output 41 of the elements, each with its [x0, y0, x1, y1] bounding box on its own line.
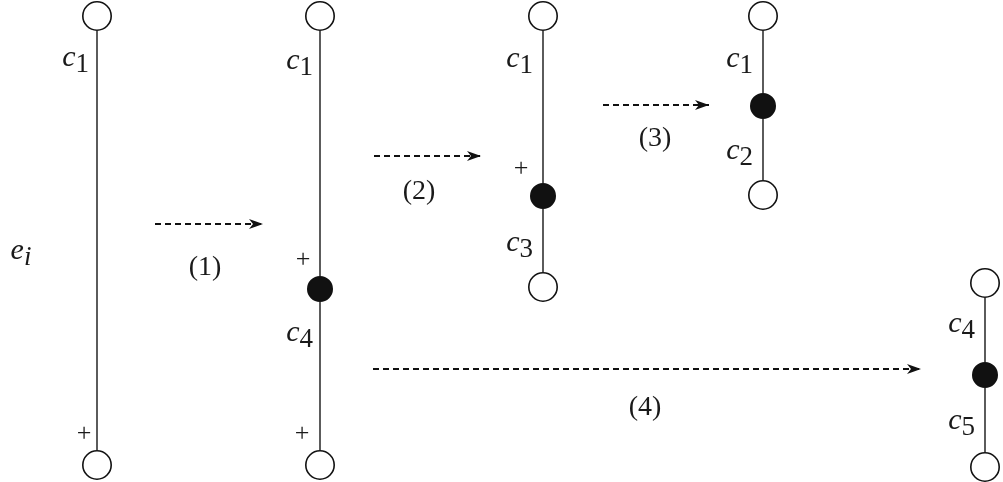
- step-label: (4): [628, 392, 662, 420]
- plus-sign: +: [295, 246, 311, 272]
- open-circle: [969, 267, 1001, 299]
- open-circle: [527, 0, 559, 32]
- edge-label: c$_{1}$: [286, 44, 313, 74]
- line-segment: [984, 297, 986, 363]
- plus-sign: +: [76, 420, 92, 446]
- open-circle: [81, 0, 113, 32]
- line-segment: [984, 387, 986, 453]
- open-circle: [304, 0, 336, 32]
- line-segment: [762, 30, 764, 94]
- open-circle: [747, 0, 779, 32]
- filled-dot: [529, 182, 557, 210]
- step-label: (1): [188, 252, 222, 280]
- edge-label: c$_{1}$: [506, 42, 533, 72]
- line-segment: [542, 208, 544, 273]
- variable-label: e$_{i}$: [10, 234, 32, 264]
- line-segment: [319, 30, 321, 277]
- line-segment: [542, 30, 544, 184]
- line-segment: [762, 118, 764, 181]
- edge-label: c$_{1}$: [62, 41, 89, 71]
- edge-label: c$_{2}$: [726, 134, 753, 164]
- edge-label: c$_{4}$: [948, 307, 975, 337]
- step-label: (3): [638, 123, 672, 151]
- open-circle: [747, 179, 779, 211]
- edge-label: c$_{1}$: [726, 42, 753, 72]
- filled-dot: [749, 92, 777, 120]
- open-circle: [81, 449, 113, 481]
- edge-label: c$_{5}$: [948, 404, 975, 434]
- edge-label: c$_{4}$: [286, 316, 313, 346]
- open-circle: [969, 451, 1001, 482]
- open-circle: [304, 449, 336, 481]
- filled-dot: [971, 361, 999, 389]
- open-circle: [527, 271, 559, 303]
- line-segment: [319, 301, 321, 451]
- line-segment: [96, 30, 98, 451]
- edge-label: c$_{3}$: [506, 226, 533, 256]
- filled-dot: [306, 275, 334, 303]
- plus-sign: +: [294, 420, 310, 446]
- plus-sign: +: [513, 155, 529, 181]
- step-label: (2): [402, 176, 436, 204]
